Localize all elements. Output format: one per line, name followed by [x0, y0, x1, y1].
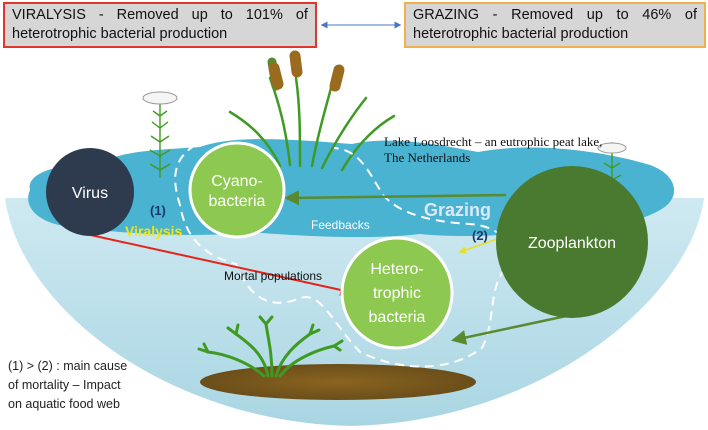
grazing-label: Grazing	[424, 200, 491, 220]
grazing-number: (2)	[472, 228, 488, 243]
cyanobacteria-label-2: bacteria	[209, 193, 266, 210]
viralysis-arrow	[85, 233, 353, 296]
cattail-head	[289, 50, 303, 78]
nutrient-flow-path	[174, 144, 511, 368]
zooplankton-node	[496, 166, 648, 318]
lake-title-2: The Netherlands	[384, 150, 470, 165]
cattail-head	[329, 64, 345, 92]
grazing-box-word: GRAZING	[413, 7, 480, 23]
grazing-box-line1: GRAZING - Removed up to 46% of	[413, 6, 697, 25]
sediment	[200, 364, 476, 400]
viralysis-box-word: of	[295, 7, 308, 23]
viralysis-box-line2: heterotrophic bacterial production	[12, 26, 228, 42]
viralysis-box-word: VIRALYSIS	[12, 7, 86, 23]
virus-node	[46, 148, 134, 236]
grazing-yellow-arrow	[458, 237, 501, 254]
viralysis-label: Viralysis	[125, 223, 183, 239]
grazing-box-word: 46%	[642, 7, 672, 23]
note-line-2: of mortality – Impact	[8, 378, 121, 392]
mortal-populations-label: Mortal populations	[224, 269, 322, 283]
viralysis-number: (1)	[150, 203, 166, 218]
grazing-box-word: up	[586, 7, 603, 23]
viralysis-box-word: -	[98, 7, 104, 23]
viralysis-box-word: 101%	[245, 7, 283, 23]
viralysis-box-line1: VIRALYSIS - Removed up to 101% of	[12, 6, 308, 25]
cyanobacteria-node	[188, 141, 286, 239]
grazing-box-line2: heterotrophic bacterial production	[413, 26, 629, 42]
viralysis-info-box: VIRALYSIS - Removed up to 101% of hetero…	[3, 2, 317, 48]
lake-title-1: Lake Loosdrecht – an eutrophic peat lake…	[384, 134, 602, 149]
viralysis-box-word: Removed	[116, 7, 179, 23]
hetero-label-1: Hetero-	[370, 261, 423, 278]
underwater-plant	[197, 315, 344, 378]
cyanobacteria-label-1: Cyano-	[211, 173, 263, 190]
flowering-plant-left	[142, 91, 178, 178]
hetero-label-2: trophic	[373, 285, 421, 302]
grazing-info-box: GRAZING - Removed up to 46% of heterotro…	[404, 2, 706, 48]
grazing-box-word: to	[616, 7, 629, 23]
grazing-box-word: Removed	[511, 7, 574, 23]
feedbacks-label: Feedbacks	[311, 218, 370, 232]
viralysis-box-word: to	[220, 7, 233, 23]
grazing-box-word: -	[492, 7, 498, 23]
hetero-label-3: bacteria	[369, 309, 426, 326]
note-line-1: (1) > (2) : main cause	[8, 359, 127, 373]
cattail-head	[268, 62, 284, 90]
virus-label: Virus	[72, 185, 108, 202]
heterotrophic-bacteria-node	[340, 236, 454, 350]
grazing-cyano-arrow	[284, 190, 507, 206]
reeds	[228, 50, 396, 172]
grazing-box-word: of	[684, 7, 697, 23]
viralysis-box-word: up	[191, 7, 208, 23]
zooplankton-label: Zooplankton	[528, 235, 616, 252]
note-line-3: on aquatic food web	[8, 397, 120, 411]
